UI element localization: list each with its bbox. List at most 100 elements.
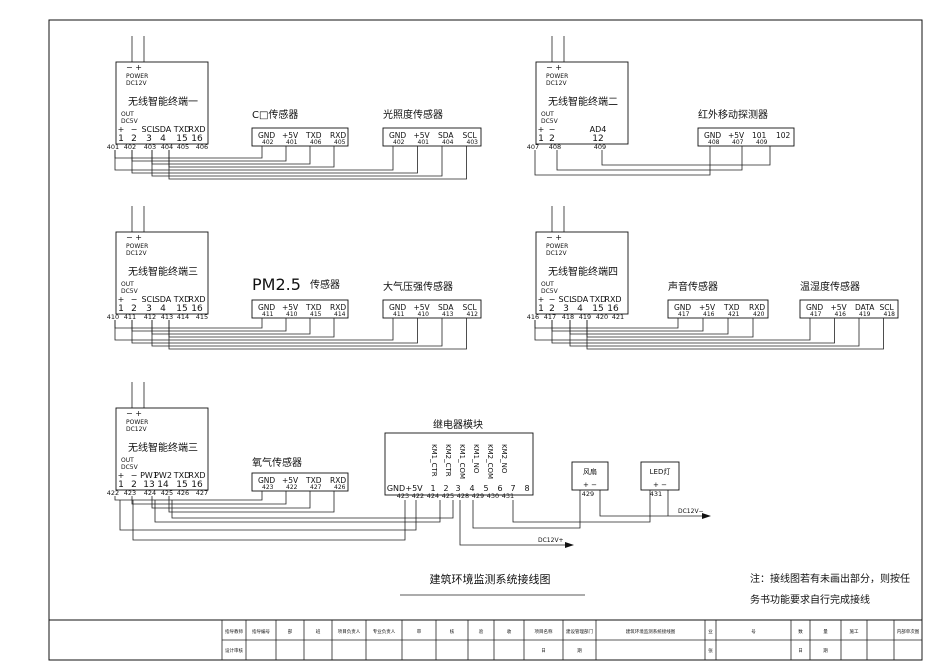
terminal-box bbox=[115, 407, 209, 491]
relay-wire-423: 423 bbox=[397, 492, 409, 500]
wire-run bbox=[119, 500, 417, 531]
sensor-pin-1: +5V bbox=[728, 131, 745, 140]
relay-pin-4: 3 bbox=[455, 484, 460, 493]
sensor-wire-410: 410 bbox=[286, 311, 298, 318]
power-voltage: DC12V bbox=[126, 80, 147, 87]
pin-number-4: 15 bbox=[176, 134, 187, 144]
relay-vlabel-2: KM1_COM bbox=[458, 444, 466, 479]
sensor-name-small: 传感器 bbox=[310, 278, 340, 291]
sensor-box bbox=[382, 299, 482, 319]
power-label: POWER bbox=[126, 419, 148, 426]
wire-label-417: 417 bbox=[544, 313, 556, 321]
pin-number-4: 15 bbox=[592, 304, 603, 314]
out-voltage: DC5V bbox=[121, 464, 139, 471]
wire-run bbox=[131, 491, 287, 505]
pin-number-2: 12 bbox=[592, 134, 603, 144]
wire-label-408: 408 bbox=[549, 143, 561, 151]
pin-name-0: + bbox=[538, 295, 545, 304]
terminal-name: 无线智能终端二 bbox=[548, 95, 618, 108]
pin-number-1: 2 bbox=[549, 304, 555, 314]
sensor-wire-419: 419 bbox=[859, 311, 871, 318]
power-pins: − + bbox=[126, 233, 142, 242]
sensor-pin-0: GND bbox=[389, 131, 406, 140]
wire-run bbox=[114, 318, 394, 341]
wire-label-424: 424 bbox=[144, 489, 156, 497]
title-block-cell-r2-10: 日 bbox=[541, 648, 546, 654]
pin-number-2: 13 bbox=[143, 480, 154, 490]
wire-label-427: 427 bbox=[196, 489, 208, 497]
sensor-pin-1: +5V bbox=[282, 131, 299, 140]
pin-name-1: − bbox=[131, 125, 138, 134]
sensor-wire-420: 420 bbox=[753, 311, 765, 318]
sensor-box bbox=[697, 127, 795, 147]
led-pins: + − bbox=[653, 481, 667, 489]
wire-label-415: 415 bbox=[196, 313, 208, 321]
sensor-pin-1: +5V bbox=[699, 303, 716, 312]
sensor-pin-1: +5V bbox=[831, 303, 848, 312]
pin-number-5: 16 bbox=[191, 304, 203, 314]
sensor-wire-406: 406 bbox=[310, 139, 322, 146]
sensor-pin-2: TXD bbox=[305, 303, 322, 312]
wire-label-413: 413 bbox=[161, 313, 173, 321]
relay-box bbox=[384, 432, 534, 496]
wire-label-402: 402 bbox=[124, 143, 136, 151]
sensor-name: 光照度传感器 bbox=[383, 108, 443, 121]
wire-label-420: 420 bbox=[596, 313, 608, 321]
wire-run bbox=[154, 500, 441, 523]
wire-run bbox=[512, 490, 651, 523]
wire-label-422: 422 bbox=[107, 489, 119, 497]
pin-name-5: RXD bbox=[604, 295, 621, 304]
terminal-name: 无线智能终端三 bbox=[128, 441, 198, 454]
sensor-wire-427: 427 bbox=[310, 484, 322, 491]
pin-number-1: 2 bbox=[131, 480, 137, 490]
sensor-box bbox=[667, 299, 769, 319]
pin-name-0: + bbox=[118, 471, 125, 480]
pin-number-5: 16 bbox=[607, 304, 619, 314]
relay-wire-424: 424 bbox=[427, 492, 439, 500]
pin-name-1: − bbox=[549, 125, 556, 134]
power-pins: − + bbox=[546, 233, 562, 242]
relay-vlabel-3: KM1_NO bbox=[472, 444, 480, 474]
pin-number-5: 16 bbox=[191, 134, 203, 144]
sensor-pin-2: TXD bbox=[723, 303, 740, 312]
power-pins: − + bbox=[126, 63, 142, 72]
wire-run bbox=[601, 146, 771, 166]
power-label: POWER bbox=[126, 73, 148, 80]
wire-label-403: 403 bbox=[144, 143, 156, 151]
title-block-cell-r1-7: 核 bbox=[450, 628, 455, 635]
sensor-pin-1: +5V bbox=[282, 303, 299, 312]
wire-run bbox=[131, 318, 418, 344]
relay-wire-428: 428 bbox=[457, 492, 469, 500]
dc12v-minus-label: DC12V− bbox=[678, 508, 704, 515]
relay-vlabel-1: KM2_CTR bbox=[444, 444, 452, 477]
relay-vlabel-5: KM2_NO bbox=[500, 444, 508, 474]
sensor-wire-415: 415 bbox=[310, 311, 322, 318]
title-block-cell-r1-8: 验 bbox=[479, 628, 484, 635]
sensor-wire-413: 413 bbox=[442, 311, 454, 318]
title-block: 指导教师指导编号部班项目负责人专业负责人审核验收项目名称建设管理部门建筑环境监测… bbox=[221, 620, 923, 660]
note-line-1: 注：接线图若有未画出部分，则按任 bbox=[750, 572, 910, 585]
wire-run bbox=[459, 500, 565, 546]
wire-run bbox=[132, 500, 406, 541]
pin-name-2: SCL bbox=[141, 125, 157, 134]
wire-label-426: 426 bbox=[177, 489, 189, 497]
pin-name-2: SCL bbox=[558, 295, 574, 304]
sensor-wire-414: 414 bbox=[334, 311, 346, 318]
pin-name-3: SDA bbox=[155, 295, 172, 304]
pin-name-5: RXD bbox=[188, 471, 205, 480]
pin-name-3: PW2 bbox=[154, 471, 172, 480]
sensor-wire-422: 422 bbox=[286, 484, 298, 491]
wire-label-407: 407 bbox=[527, 143, 539, 151]
title-block-cell-r1-3: 班 bbox=[316, 628, 321, 635]
sensor-pin-3: RXD bbox=[749, 303, 765, 312]
pin-number-3: 14 bbox=[157, 480, 169, 490]
terminal-box bbox=[535, 61, 629, 145]
pin-name-4: TXD bbox=[589, 295, 607, 304]
wire-run bbox=[151, 491, 311, 509]
pin-name-4: TXD bbox=[173, 295, 191, 304]
